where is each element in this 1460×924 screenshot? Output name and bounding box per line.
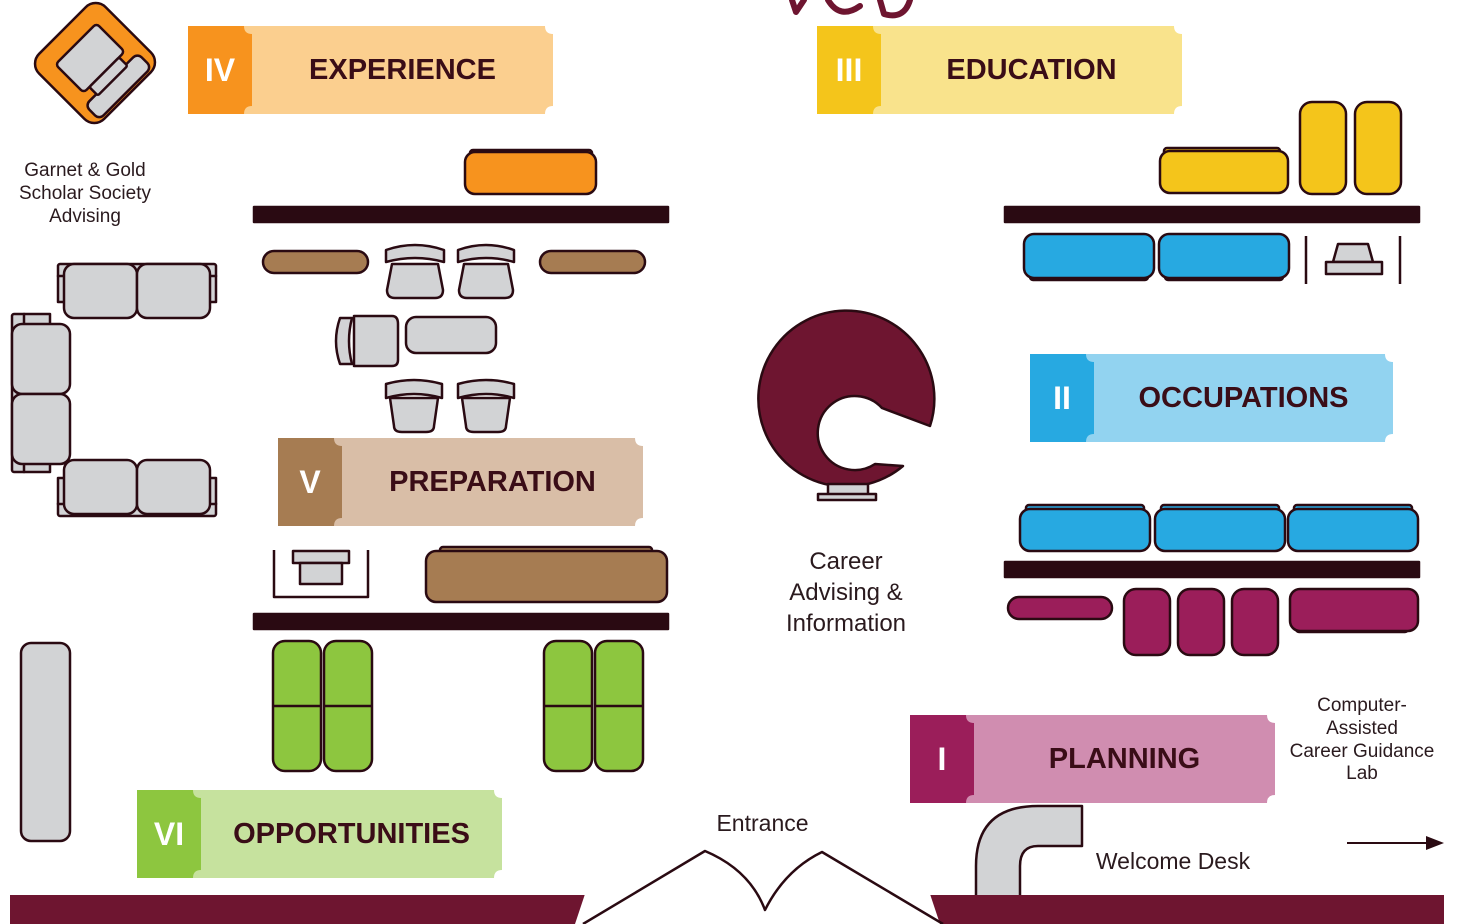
section-name-opportunities: OPPORTUNITIES — [233, 817, 470, 850]
sofa-bottom — [56, 458, 218, 518]
sofa-left — [10, 312, 72, 474]
banner-education: III EDUCATION — [817, 26, 1182, 114]
chair-5 — [456, 378, 516, 434]
desk-education — [1304, 236, 1402, 284]
label-lab-line-4: Lab — [1346, 763, 1378, 785]
wall-education — [1003, 205, 1421, 224]
label-scholar-line-1: Garnet & Gold — [24, 160, 146, 181]
section-numeral-experience: IV — [204, 51, 236, 88]
label-career-line-2: Advising & — [789, 579, 903, 607]
cabinet-yellow-2 — [1353, 100, 1403, 196]
banner-experience: IV EXPERIENCE — [188, 26, 553, 114]
ottoman — [404, 315, 498, 355]
section-numeral-occupations: II — [1053, 379, 1071, 416]
green-seating-2 — [542, 639, 645, 773]
banner-planning: I PLANNING — [910, 715, 1275, 803]
sofa-blue-1 — [1022, 232, 1156, 282]
label-career-line-1: Career — [809, 548, 883, 575]
label-scholar-line-2: Scholar Society — [18, 182, 151, 204]
desk-preparation — [272, 549, 370, 599]
section-name-experience: EXPERIENCE — [309, 53, 496, 86]
sofa-brown — [424, 545, 669, 604]
sofa-magenta — [1288, 587, 1420, 634]
bench-gray — [19, 641, 72, 843]
bench-brown-2 — [538, 249, 647, 275]
section-name-education: EDUCATION — [946, 53, 1117, 86]
wall-preparation — [252, 612, 670, 631]
cabinet-yellow-1 — [1298, 100, 1348, 196]
chair-1 — [384, 243, 446, 300]
label-guidance-lab: Computer- Assisted Career Guidance Lab — [1276, 695, 1448, 786]
career-computer — [816, 482, 878, 502]
cabinet-magenta-2 — [1176, 587, 1226, 657]
wall-occupations — [1003, 560, 1421, 579]
section-numeral-planning: I — [937, 740, 947, 777]
arrow-icon — [1347, 836, 1444, 850]
banner-occupations: II OCCUPATIONS — [1030, 354, 1393, 442]
chair-3 — [334, 314, 400, 368]
sofa-blue-5 — [1286, 503, 1420, 553]
bench-brown-1 — [261, 249, 370, 275]
label-welcome-desk: Welcome Desk — [1095, 848, 1251, 874]
welcome-desk — [974, 804, 1084, 924]
label-scholar-advising: Garnet & Gold Scholar Society Advising — [0, 160, 170, 228]
green-seating-1 — [271, 639, 374, 773]
sofa-orange — [463, 148, 598, 196]
label-lab-line-2: Assisted — [1326, 717, 1398, 739]
label-career-advising: Career Advising & Information — [756, 546, 936, 640]
cabinet-magenta-1 — [1122, 587, 1172, 657]
entrance-doors — [575, 849, 944, 924]
section-name-preparation: PREPARATION — [389, 465, 596, 498]
banner-preparation: V PREPARATION — [278, 438, 643, 526]
label-scholar-line-3: Advising — [49, 205, 121, 227]
sofa-blue-2 — [1157, 232, 1291, 282]
section-numeral-preparation: V — [299, 463, 321, 500]
section-numeral-opportunities: VI — [153, 815, 185, 852]
label-career-line-3: Information — [785, 610, 907, 638]
label-entrance: Entrance — [716, 810, 809, 836]
sofa-yellow — [1158, 146, 1290, 195]
wall-experience — [252, 205, 670, 224]
sofa-blue-3 — [1018, 503, 1152, 553]
cabinet-magenta-3 — [1230, 587, 1280, 657]
chair-2 — [456, 243, 516, 300]
label-lab-line-3: Career Guidance — [1289, 740, 1435, 762]
sofa-blue-4 — [1153, 503, 1287, 553]
title-fragment — [789, 0, 913, 19]
label-lab-line-1: Computer- — [1317, 695, 1407, 716]
chair-4 — [384, 378, 444, 434]
advising-chair — [33, 1, 157, 125]
section-name-planning: PLANNING — [1048, 742, 1201, 775]
career-desk — [757, 309, 936, 488]
banner-opportunities: VI OPPORTUNITIES — [137, 790, 502, 878]
bench-magenta — [1006, 595, 1114, 621]
section-numeral-education: III — [835, 51, 863, 88]
sofa-top — [56, 262, 218, 320]
section-name-occupations: OCCUPATIONS — [1138, 381, 1349, 414]
